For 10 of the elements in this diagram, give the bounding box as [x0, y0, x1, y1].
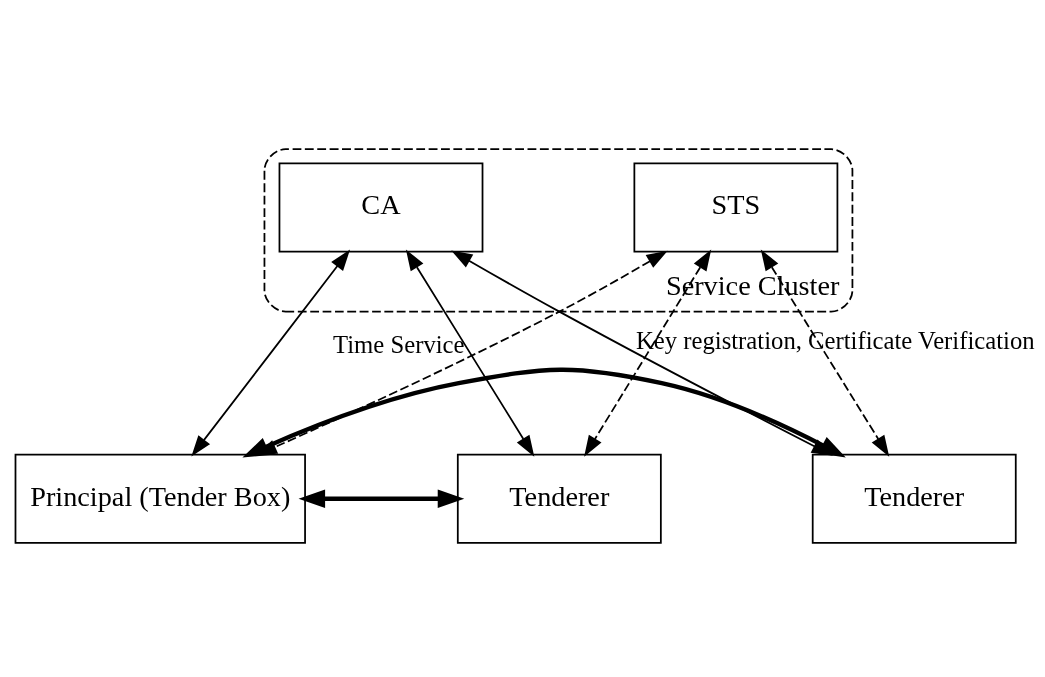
arrow	[584, 248, 712, 457]
node-box: Tenderer	[456, 453, 662, 544]
node-box: CA	[278, 161, 484, 252]
edge-label: Key registration, Certificate Verification	[635, 326, 1035, 354]
node-box: Tenderer	[811, 453, 1017, 544]
node-box: Principal (Tender Box)	[14, 453, 306, 544]
node-box: STS	[633, 161, 839, 252]
arrow	[298, 489, 465, 508]
arrow	[405, 248, 535, 457]
edge-label: Time Service	[333, 330, 465, 358]
